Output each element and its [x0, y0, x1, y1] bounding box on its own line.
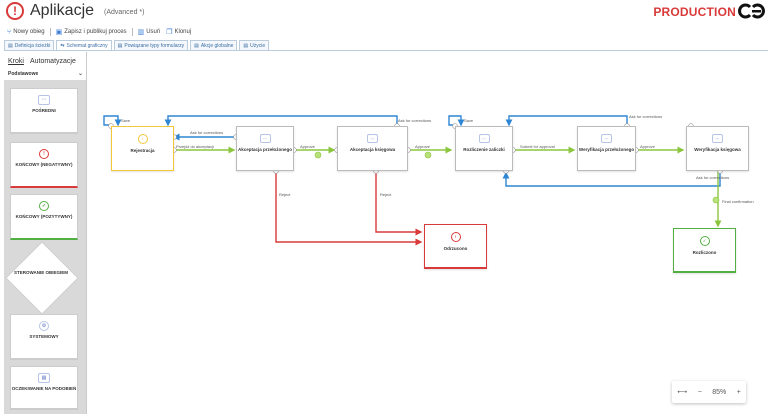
diagram-canvas[interactable]: › Rejestracja ··· Akceptacja przełożoneg… — [88, 52, 768, 414]
edge-label-save: Save — [121, 118, 131, 123]
edge-label-ask: Ask for corrections — [398, 118, 432, 123]
usage-icon: ▤ — [243, 42, 249, 49]
edge-label-ask: Ask for corrections — [190, 130, 224, 135]
intermediate-step-icon: ··· — [367, 134, 378, 143]
fit-width-icon[interactable]: ⟷ — [677, 389, 688, 396]
toolbar-divider — [49, 28, 51, 36]
start-icon: › — [137, 134, 148, 144]
edge-save-1 — [103, 115, 122, 127]
zoom-level: 85% — [712, 388, 727, 396]
intermediate-step-icon: ··· — [601, 134, 612, 143]
check-icon: ✓ — [39, 201, 49, 211]
edge-reject-2 — [375, 171, 423, 236]
node-akceptacja-przelozonego[interactable]: ··· Akceptacja przełożonego — [236, 126, 294, 171]
intermediate-step-icon: ··· — [38, 95, 50, 105]
palette-item-end-negative[interactable]: ! KOŃCOWY (NEGATYWNY) — [10, 142, 78, 188]
diagram-icon: ⇆ — [60, 42, 65, 49]
node-rozliczenie-zaliczki[interactable]: ··· Rozliczenie zaliczki — [455, 126, 513, 171]
intermediate-step-icon: ··· — [478, 134, 490, 143]
brand-logo-icon — [738, 3, 765, 19]
node-weryfikacja-ksiegowa[interactable]: ··· Weryfikacja księgowa — [686, 126, 749, 171]
zoom-in-button[interactable]: + — [736, 388, 741, 396]
edge-label-reject: Reject — [279, 192, 291, 197]
check-icon: ✓ — [699, 236, 710, 246]
node-rozliczono[interactable]: ✓ Rozliczono — [673, 228, 736, 273]
toolbar-divider — [131, 28, 133, 36]
node-weryfikacja-przelozonego[interactable]: ··· Weryfikacja przełożonego — [577, 126, 636, 171]
subtab-automations[interactable]: Automatyzacje — [29, 58, 76, 65]
panel-subtabs: Kroki Automatyzacje — [8, 58, 76, 65]
brand-name: PRODUCTION — [653, 5, 736, 19]
node-rejestracja[interactable]: › Rejestracja — [111, 126, 174, 171]
group-label: Podstawowe — [8, 71, 39, 77]
edge-label-ask: Ask for corrections — [629, 114, 663, 119]
clone-button[interactable]: ❐Klonuj — [166, 29, 192, 36]
edge-label-final: Final confirmation — [722, 199, 754, 204]
flow-control-label: STEROWANIE OBIEGIEM — [13, 270, 68, 275]
palette-item-waiting[interactable]: ▤ OCZEKIWANIE NA PODOBIEŃ — [10, 366, 78, 410]
forms-icon: ▤ — [117, 42, 123, 49]
palette-item-end-positive[interactable]: ✓ KOŃCOWY (POZYTYWNY) — [10, 194, 78, 240]
zoom-control: ⟷ − 85% + — [672, 381, 746, 403]
new-run-button[interactable]: ⑂Nowy obieg — [7, 28, 45, 36]
edge-label-submit: Submit for approval — [520, 144, 555, 149]
copy-icon: ❐ — [166, 29, 173, 36]
palette-item-intermediate[interactable]: ··· POŚREDNI — [10, 88, 78, 134]
branch-icon: ⑂ — [7, 28, 12, 36]
tab-bar: ▤Definicja ścieżki ⇆Schemat graficzny ▤P… — [4, 40, 270, 51]
chevron-down-icon: ⌄ — [77, 71, 83, 77]
node-akceptacja-ksiegowa[interactable]: ··· Akceptacja księgowa — [337, 126, 408, 171]
edge-label-approve: Approve — [640, 144, 655, 149]
edge-label-approve: Approve — [415, 144, 430, 149]
intermediate-step-icon: ··· — [259, 134, 271, 143]
delete-button[interactable]: ▥Usuń — [137, 29, 161, 36]
gear-icon: ⚙ — [39, 321, 49, 331]
intermediate-step-icon: ··· — [712, 134, 723, 143]
trash-icon: ▥ — [137, 29, 145, 36]
actions-icon: ▤ — [194, 42, 199, 49]
edge-label-przejdz: Przejdź do akceptacji — [176, 144, 214, 149]
alert-icon: ! — [6, 2, 24, 20]
edge-label-save: Save — [464, 118, 474, 123]
edge-save-2 — [448, 115, 465, 127]
edge-ask-2 — [164, 115, 398, 127]
node-odrzucono[interactable]: ! Odrzucono — [424, 224, 487, 269]
zoom-out-button[interactable]: − — [697, 388, 702, 396]
page-title: Aplikacje — [30, 2, 95, 19]
edge-ask-4 — [502, 171, 721, 187]
alert-icon: ! — [39, 149, 49, 159]
save-icon: ▣ — [55, 29, 63, 36]
edge-reject-1 — [275, 171, 423, 246]
tab-divider — [4, 50, 768, 51]
edge-label-ask: Ask for corrections — [696, 175, 730, 180]
group-header[interactable]: Podstawowe ⌄ — [4, 70, 86, 78]
subtab-steps[interactable]: Kroki — [8, 58, 24, 65]
edge-label-approve: Approve — [300, 144, 315, 149]
edge-label-reject: Reject — [380, 192, 392, 197]
toolbar: ⑂Nowy obieg ▣Zapisz i publikuj proces ▥U… — [4, 27, 194, 37]
alert-icon: ! — [450, 232, 461, 242]
document-icon: ▤ — [8, 42, 13, 49]
diagram-connectors — [103, 115, 723, 246]
edge-ask-3 — [505, 115, 628, 127]
waiting-step-icon: ▤ — [38, 373, 50, 383]
page-subtitle: (Advanced *) — [104, 9, 145, 16]
palette-item-system[interactable]: ⚙ SYSTEMOWY — [10, 314, 78, 360]
save-publish-button[interactable]: ▣Zapisz i publikuj proces — [55, 29, 127, 36]
